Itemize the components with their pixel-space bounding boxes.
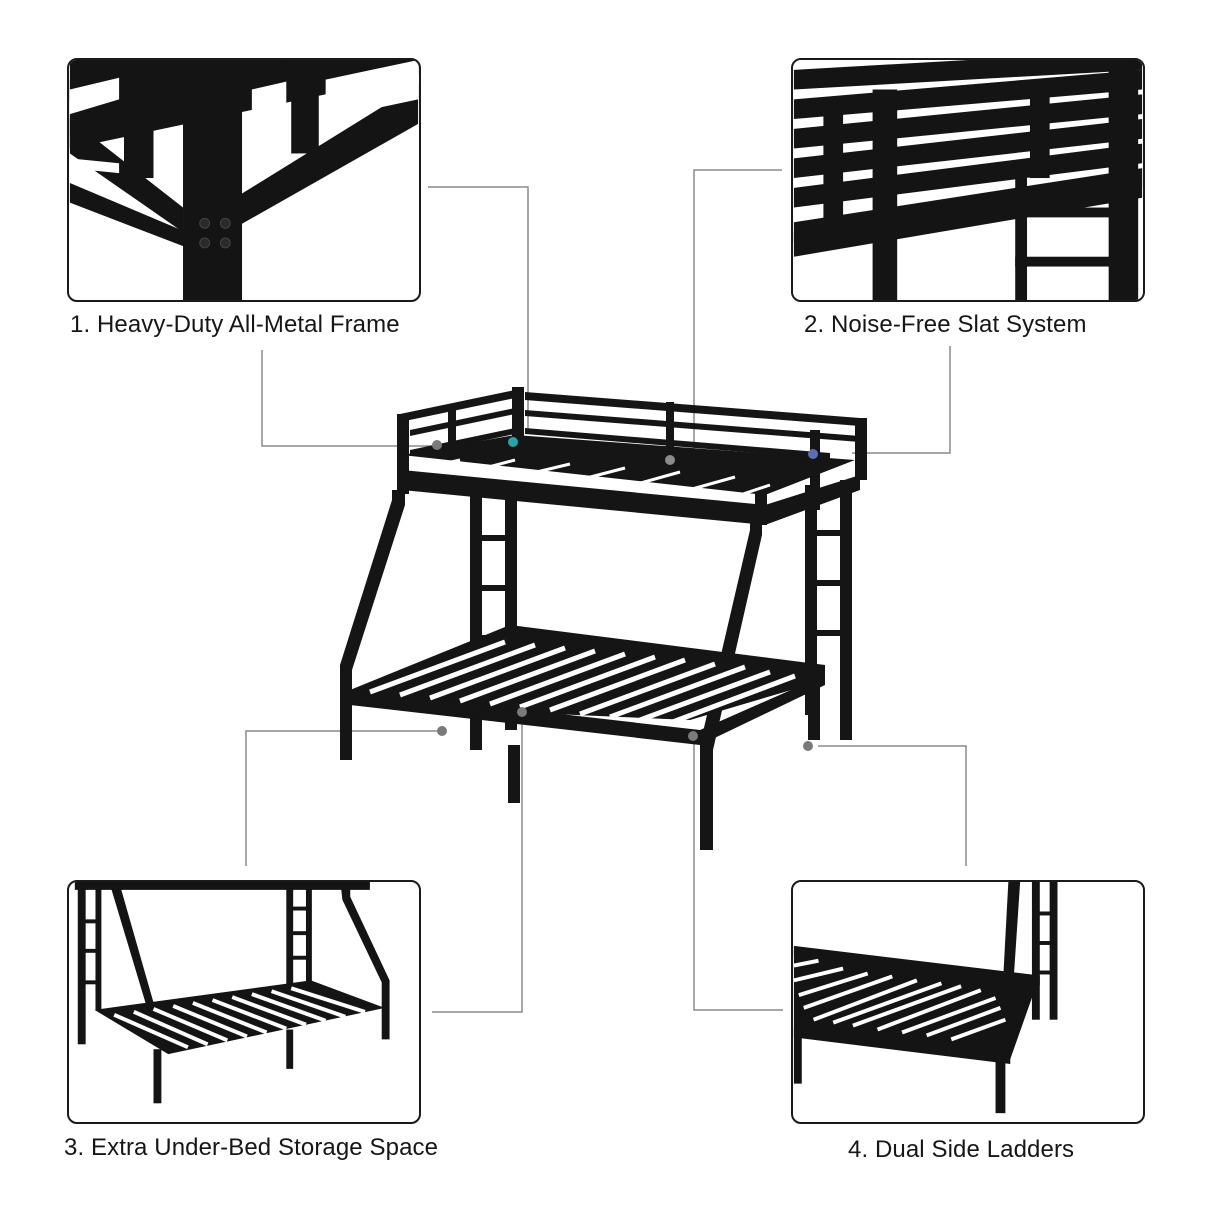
corner-joint-illustration — [69, 60, 419, 300]
detail-panel-frame — [67, 58, 421, 302]
feature-caption-3: 3. Extra Under-Bed Storage Space — [64, 1134, 439, 1161]
lower-bunk-illustration — [74, 882, 390, 1104]
detail-panel-storage — [67, 880, 421, 1124]
feature-caption-1: 1. Heavy-Duty All-Metal Frame — [70, 311, 400, 338]
detail-panel-ladders — [791, 880, 1145, 1124]
bunk-bed-main-image — [340, 387, 867, 850]
slat-system-illustration — [793, 60, 1143, 300]
callout-dots — [432, 437, 818, 751]
feature-caption-2: 2. Noise-Free Slat System — [804, 311, 1087, 338]
side-ladder-illustration — [793, 882, 1058, 1114]
detail-panel-slats — [791, 58, 1145, 302]
feature-caption-4: 4. Dual Side Ladders — [848, 1136, 1075, 1163]
